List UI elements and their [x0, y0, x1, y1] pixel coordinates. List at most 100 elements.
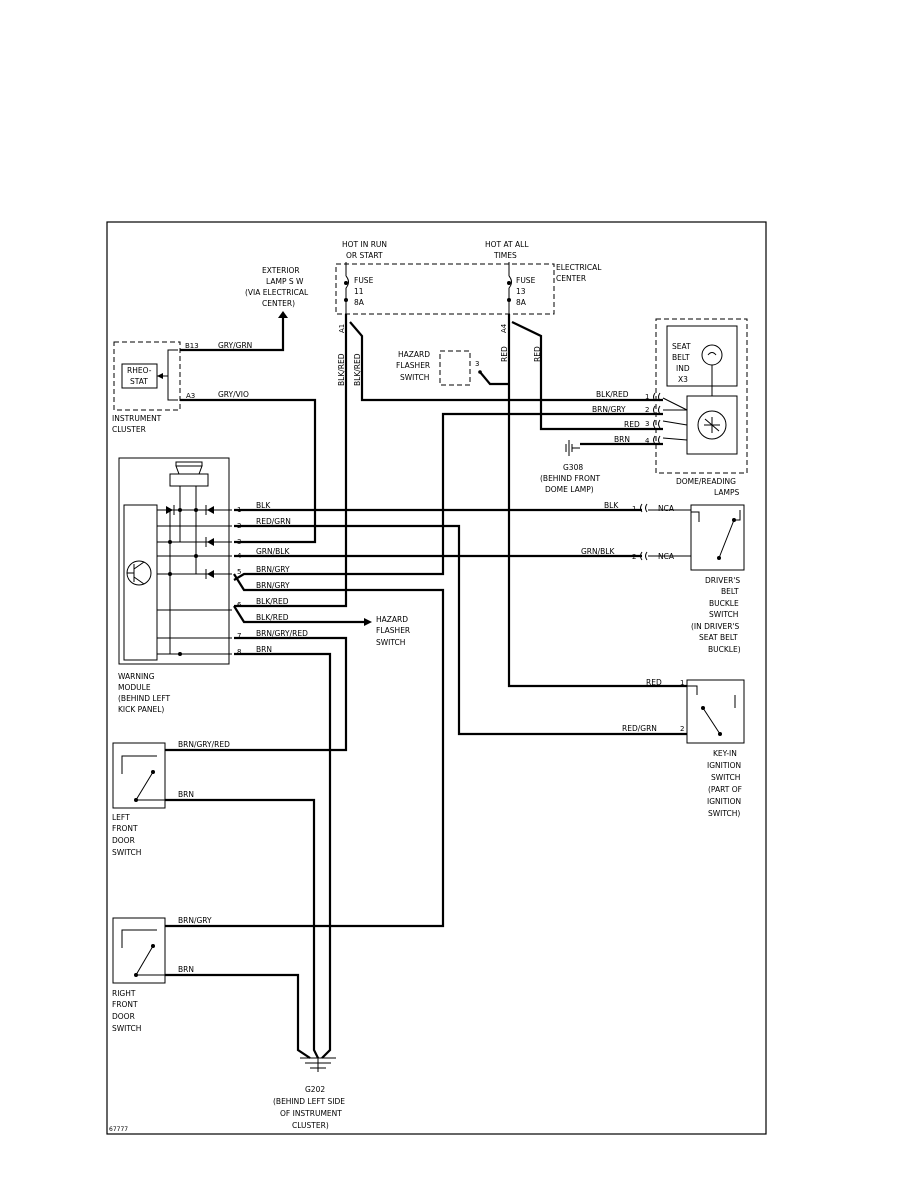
transistor-symbol — [127, 561, 145, 585]
hot-in-run-label: OR START — [346, 251, 383, 260]
ground-g308: G308 (BEHIND FRONT DOME LAMP) — [540, 440, 600, 494]
wire-blk-red-hazard — [233, 605, 364, 624]
hazard-flasher-label: HAZARD — [376, 615, 408, 624]
drivers-belt-label: SWITCH — [709, 610, 738, 619]
hazard-switch-label: SWITCH — [400, 373, 429, 382]
arrow-up-icon — [278, 311, 288, 318]
g202-label: G202 — [305, 1085, 325, 1094]
fuse-11-terminal — [344, 298, 348, 302]
connector-symbols — [640, 503, 648, 561]
keyin-switch-box — [686, 679, 745, 744]
junction-dot — [194, 508, 198, 512]
wire-brn-module — [234, 652, 332, 1059]
wire-label: RED/GRN — [622, 724, 657, 733]
wire-label: BRN/GRY — [256, 581, 290, 590]
hazard-switch-label: HAZARD — [398, 350, 430, 359]
ground-g202: G202 (BEHIND LEFT SIDE OF INSTRUMENT CLU… — [273, 1057, 345, 1130]
right-door-label: FRONT — [112, 1000, 138, 1009]
warning-module-label: WARNING — [118, 672, 155, 681]
keyin-switch-label: KEY-IN — [713, 749, 737, 758]
keyin-pin-label: 2 — [680, 725, 684, 733]
g308-label: (BEHIND FRONT — [540, 474, 600, 483]
figure-number: 67777 — [109, 1126, 128, 1133]
fuse-11-symbol — [345, 262, 349, 314]
belt-switch-contacts — [691, 510, 741, 559]
junction-dot — [168, 540, 172, 544]
wire-label: GRN/BLK — [256, 547, 290, 556]
keyin-switch-label: IGNITION — [707, 761, 741, 770]
wire-brn-gry-red — [165, 636, 348, 752]
exterior-lamp-label: LAMP S W — [266, 277, 304, 286]
key-in-ignition-switch: 1 2 KEY-IN IGNITION SWITCH (PART OF IGNI… — [680, 679, 745, 818]
indicator-bulb-filament — [707, 352, 717, 356]
right-door-contacts — [121, 929, 165, 976]
wire-label: BLK — [256, 501, 271, 510]
connector-symbols — [653, 392, 661, 445]
hazard-flasher-switch: HAZARD FLASHER SWITCH 3 — [396, 350, 482, 386]
wire-label: BRN/GRY/RED — [178, 740, 230, 749]
arrow-right-icon — [364, 618, 372, 626]
keyin-switch-contacts — [687, 685, 736, 735]
electrical-center-label: ELECTRICAL — [556, 263, 602, 272]
dome-lamps-label: LAMPS — [714, 488, 739, 497]
wire-label: BRN — [614, 435, 630, 444]
left-door-switch-box — [112, 742, 166, 809]
hot-at-all-label: TIMES — [493, 251, 517, 260]
ground-icon — [300, 1057, 336, 1072]
hazard-flasher-label: SWITCH — [376, 638, 405, 647]
pin-a4-label: A4 — [500, 323, 508, 333]
hot-in-run-label: HOT IN RUN — [342, 240, 387, 249]
module-pin-label: 8 — [237, 648, 241, 656]
switch-contact — [717, 556, 721, 560]
fuse-13-symbol — [508, 262, 512, 314]
keyin-pin-label: 1 — [680, 679, 684, 687]
fuse-11-label: FUSE — [354, 276, 374, 285]
hazard-switch-box — [439, 350, 471, 386]
right-front-door-switch: RIGHT FRONT DOOR SWITCH — [112, 917, 166, 1033]
wire-label: BRN — [178, 790, 194, 799]
seat-belt-ind-label: IND — [676, 364, 690, 373]
exterior-lamp-label: (VIA ELECTRICAL — [245, 288, 309, 297]
right-door-label: RIGHT — [112, 989, 136, 998]
wire-label: RED — [533, 346, 542, 362]
dome-lamp-bulb-icon — [697, 410, 727, 440]
wire-red-grn — [234, 524, 687, 736]
wire-brn-gry-dome — [233, 412, 663, 581]
switch-contact — [718, 732, 722, 736]
junction-dot — [178, 652, 182, 656]
pin-b13-label: B13 — [185, 342, 199, 350]
wire-label: RED — [500, 346, 509, 362]
left-door-label: FRONT — [112, 824, 138, 833]
fuse-13-terminal — [507, 298, 511, 302]
wire-label: RED — [646, 678, 662, 687]
g308-label: G308 — [563, 463, 583, 472]
electrical-center-box — [335, 263, 555, 315]
fuse-11-label: 11 — [354, 287, 364, 296]
drivers-belt-label: BUCKLE — [709, 599, 739, 608]
g202-label: CLUSTER) — [292, 1121, 329, 1130]
wire-blk-red-main — [234, 314, 348, 608]
g308-label: DOME LAMP) — [545, 485, 594, 494]
drivers-belt-label: DRIVER'S — [705, 576, 740, 585]
seat-belt-ind-label: SEAT — [672, 342, 691, 351]
dome-pin-label: 2 — [645, 406, 649, 414]
warning-module-label: (BEHIND LEFT — [118, 694, 171, 703]
wire-label: GRY/VIO — [218, 390, 249, 399]
dome-pin-label: 4 — [645, 437, 650, 445]
module-pin-label: 7 — [237, 632, 241, 640]
fuse-13-label: 13 — [516, 287, 526, 296]
wire-label: BRN/GRY — [256, 565, 290, 574]
junction-dot — [194, 554, 198, 558]
hot-at-all-label: HOT AT ALL — [485, 240, 529, 249]
warning-module-label: MODULE — [118, 683, 151, 692]
wire-label: BRN/GRY/RED — [256, 629, 308, 638]
dome-lamps-box — [655, 318, 748, 474]
electrical-center-label: CENTER — [556, 274, 586, 283]
switch-contact — [151, 770, 155, 774]
rheostat-label: RHEO- — [127, 366, 152, 375]
wire-label: BRN/GRY — [592, 405, 626, 414]
hazard-flasher-label: FLASHER — [376, 626, 410, 635]
switch-contact — [732, 518, 736, 522]
warning-module: 1 2 3 4 5 6 7 8 WARNING MODULE (BEHIND L… — [118, 457, 242, 714]
